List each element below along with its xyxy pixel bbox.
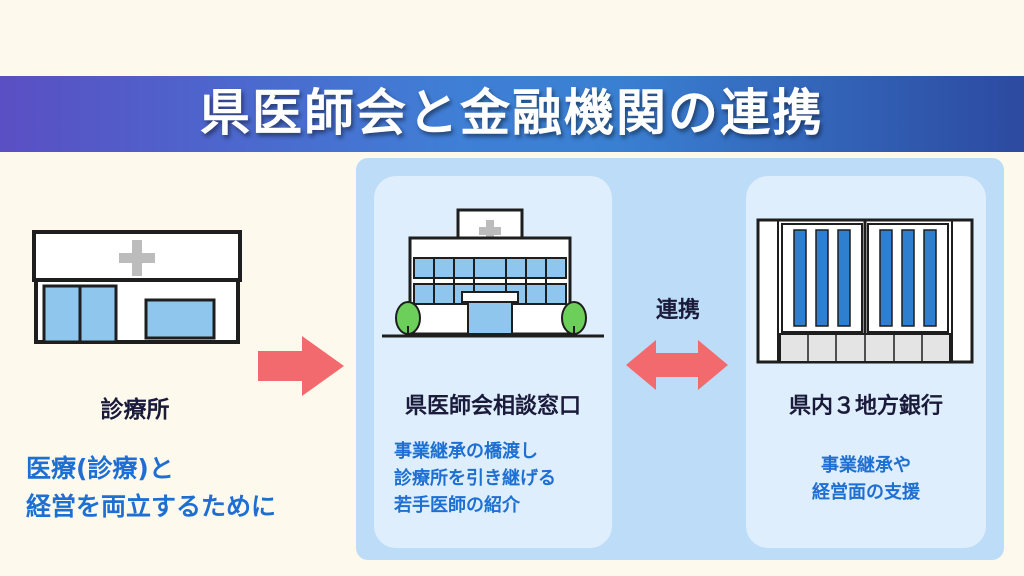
consultation-description: 事業継承の橋渡し 診療所を引き継げる 若手医師の紹介 [394, 438, 609, 519]
clinic-description: 医療(診療)と 経営を両立するために [26, 450, 356, 525]
bank-label: 県内３地方銀行 [788, 394, 943, 419]
consultation-desk-label: 県医師会相談窓口 [404, 394, 581, 419]
bank-desc-line: 事業継承や [821, 455, 911, 476]
clinic-desc-line: 経営を両立するために [26, 491, 277, 521]
double-arrow-icon [626, 340, 728, 390]
bank-description: 事業継承や 経営面の支援 [746, 452, 986, 506]
clinic-label: 診療所 [100, 397, 170, 423]
clinic-desc-line: 医療(診療)と [26, 454, 174, 483]
clinic-icon [32, 230, 242, 344]
arrow-right-icon [258, 336, 344, 396]
hospital-icon [382, 208, 604, 338]
bank-desc-line: 経営面の支援 [812, 482, 920, 503]
title-banner [0, 76, 1024, 152]
consultation-desc-line: 事業継承の橋渡し [394, 441, 538, 462]
consultation-desc-line: 若手医師の紹介 [394, 495, 520, 516]
bank-icon [756, 218, 974, 364]
link-label: 連携 [655, 298, 700, 323]
consultation-desc-line: 診療所を引き継げる [394, 468, 556, 489]
page-title: 県医師会と金融機関の連携 [200, 84, 824, 142]
